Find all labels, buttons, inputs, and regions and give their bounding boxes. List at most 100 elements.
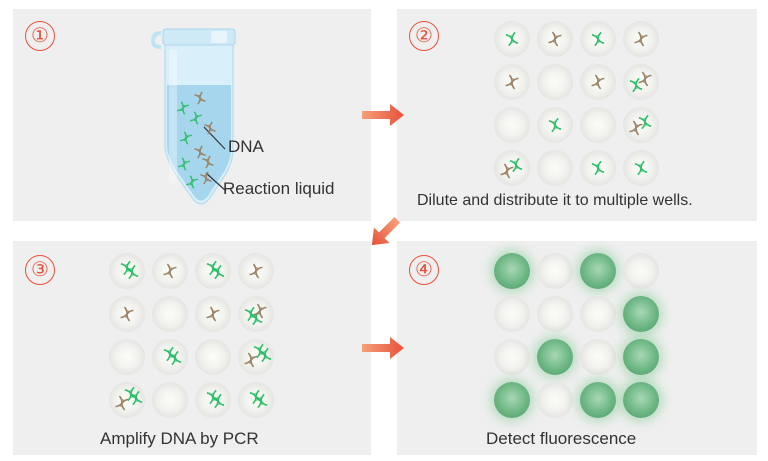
dna-strand-icon [193,145,207,164]
well [623,64,659,100]
panel-step-2: ② [397,9,757,221]
target-dna-icon [124,264,140,285]
dna-icon [547,31,563,52]
well [494,64,530,100]
well [238,339,274,375]
dna-icon [114,395,130,416]
dna-icon [119,306,135,327]
well [580,150,616,186]
target-dna-icon [590,160,606,181]
well [152,339,188,375]
well [580,339,616,375]
dna-icon [504,74,520,95]
well [537,21,573,57]
caption-step-2: Dilute and distribute it to multiple wel… [417,192,693,209]
well [238,253,274,289]
target-dna-icon [547,117,563,138]
well [494,21,530,57]
fluorescent-well [580,382,616,418]
target-dna-icon [128,390,144,411]
dna-strand-icon [201,155,215,174]
fluorescent-well [537,339,573,375]
well [109,296,145,332]
dna-icon [590,74,606,95]
dna-icon [499,163,515,184]
step-number-1: ① [25,21,55,51]
dna-icon [243,352,259,373]
well [152,253,188,289]
well [494,296,530,332]
target-dna-icon [257,347,273,368]
well [109,339,145,375]
well [537,296,573,332]
well [537,253,573,289]
well [580,21,616,57]
dna-strand-icon [203,121,217,140]
well [109,382,145,418]
caption-step-3: Amplify DNA by PCR [100,429,259,448]
dna-icon [628,120,644,141]
well [494,107,530,143]
dna-strand-icon [189,111,203,130]
well [195,296,231,332]
dna-strand-icon [193,91,207,110]
dna-strand-icon [176,101,190,120]
target-dna-icon [504,31,520,52]
well [238,296,274,332]
target-dna-icon [210,393,226,414]
well [537,64,573,100]
well [195,253,231,289]
well [494,339,530,375]
fluorescent-well [580,253,616,289]
dna-strand-icon [179,131,193,150]
well [537,150,573,186]
dna-strand-icon [177,157,191,176]
well [195,382,231,418]
step-number-3: ③ [25,255,55,285]
well [623,253,659,289]
well [623,150,659,186]
fluorescent-well [494,382,530,418]
fluorescent-well [623,296,659,332]
target-dna-icon [508,157,524,178]
label-dna: DNA [228,137,264,156]
dna-icon [162,263,178,284]
step-number-4: ④ [409,255,439,285]
well [494,150,530,186]
well [238,382,274,418]
step-number-2: ② [409,21,439,51]
well [580,64,616,100]
well [537,382,573,418]
dna-icon [633,31,649,52]
dna-icon [252,303,268,324]
well [537,107,573,143]
dna-icon [205,306,221,327]
fluorescent-well [623,339,659,375]
well [623,21,659,57]
well [623,107,659,143]
dna-icon [248,263,264,284]
target-dna-icon [633,160,649,181]
fluorescent-well [623,382,659,418]
target-dna-icon [167,350,183,371]
fluorescent-well [494,253,530,289]
panel-step-3: ③ [13,241,371,455]
caption-step-4: Detect fluorescence [486,429,637,448]
target-dna-icon [637,114,653,135]
dna-strand-icon [185,175,199,194]
dna-strand-icon [199,171,213,190]
well [580,107,616,143]
well [580,296,616,332]
target-dna-icon [628,77,644,98]
well [152,382,188,418]
dna-icon [637,71,653,92]
target-dna-icon [590,31,606,52]
panel-step-1: ① [13,9,371,221]
target-dna-icon [253,393,269,414]
tube-illustration [150,28,236,205]
well [109,253,145,289]
panel-step-4: ④ Detect fluorescence [397,241,757,455]
target-dna-icon [210,264,226,285]
label-reaction-liquid: Reaction liquid [223,179,335,198]
well [152,296,188,332]
